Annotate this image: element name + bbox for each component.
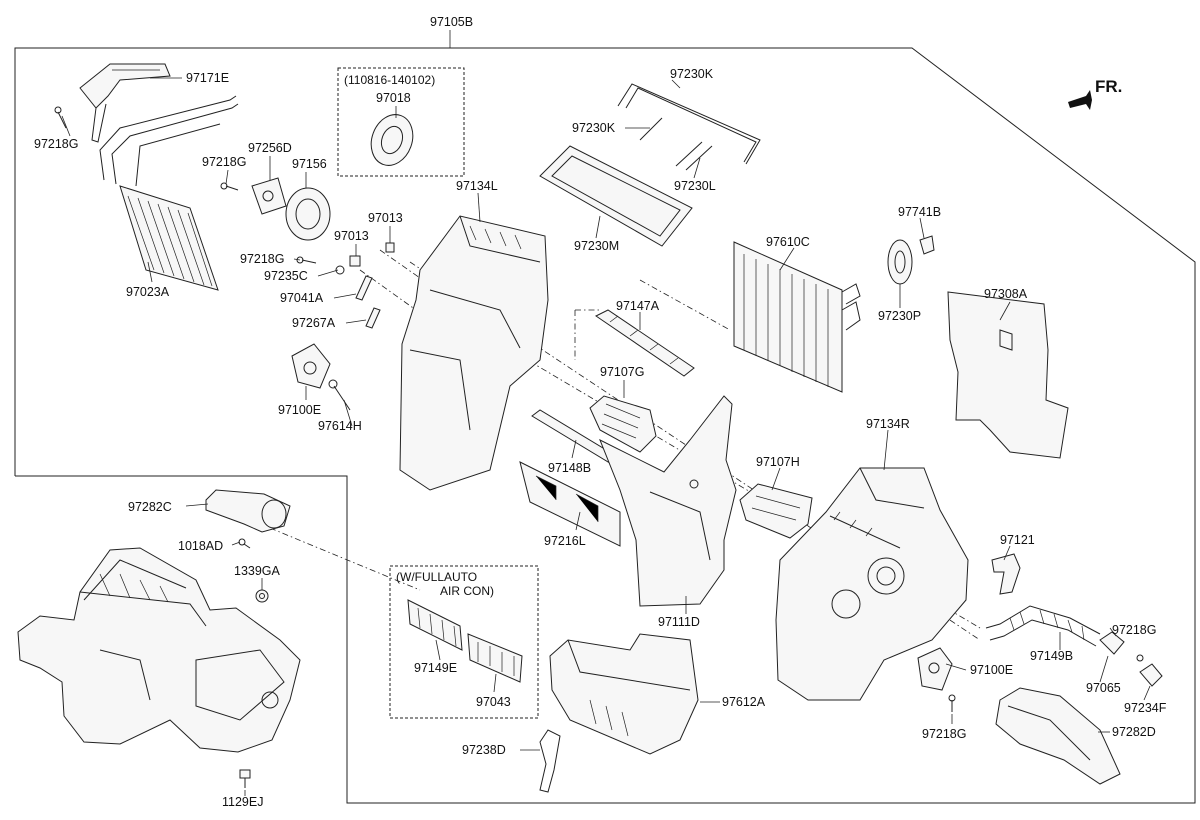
clip-97741B	[919, 235, 935, 255]
actuator-97018	[370, 114, 414, 166]
door-97043	[467, 633, 523, 683]
filter-frame-97230K	[617, 83, 761, 171]
actuator-97256D	[251, 177, 287, 215]
label-97230P: 97230P	[878, 309, 921, 323]
label-97234F: 97234F	[1124, 701, 1167, 715]
label-97148B: 97148B	[548, 461, 591, 475]
leader-lines	[61, 77, 1151, 796]
label-97238D: 97238D	[462, 743, 506, 757]
label-97107H: 97107H	[756, 455, 800, 469]
door-97107G	[589, 395, 657, 453]
duct-97282C	[205, 489, 291, 533]
drain-97238D	[539, 729, 561, 793]
front-arrow-icon	[1068, 90, 1092, 110]
filter-97230M	[539, 145, 693, 247]
label-97041A: 97041A	[280, 291, 324, 305]
label-97308A: 97308A	[984, 287, 1028, 301]
label-97218G-e: 97218G	[922, 727, 966, 741]
door-97216L	[519, 461, 621, 547]
nut-1339GA	[255, 589, 269, 603]
door-97107H	[739, 483, 813, 539]
duct-97282D	[995, 687, 1121, 785]
label-97107G: 97107G	[600, 365, 644, 379]
seal-97308A	[947, 291, 1069, 459]
drain-hose-97149B	[985, 605, 1101, 647]
sensor-97614H	[328, 379, 351, 411]
group-label-fullauto-1: (W/FULLAUTO	[396, 570, 477, 584]
group-box-110816	[337, 67, 465, 177]
label-1018AD: 1018AD	[178, 539, 223, 553]
label-97218G-c: 97218G	[240, 252, 284, 266]
label-97156: 97156	[292, 157, 327, 171]
label-97149B: 97149B	[1030, 649, 1073, 663]
evaporator-97610C	[733, 241, 861, 393]
actuator-97156	[285, 187, 331, 241]
door-97149E	[407, 599, 463, 651]
label-97134R: 97134R	[866, 417, 910, 431]
bracket-97171E	[79, 63, 171, 143]
label-97218G-b: 97218G	[202, 155, 246, 169]
label-1129EJ: 1129EJ	[222, 795, 263, 809]
label-97235C: 97235C	[264, 269, 308, 283]
label-97100E-a: 97100E	[278, 403, 321, 417]
label-97230K-b: 97230K	[572, 121, 616, 135]
screw-icon	[54, 106, 956, 712]
heater-core-pipes	[99, 95, 239, 187]
gasket-97230P	[887, 239, 913, 285]
front-indicator: FR.	[1095, 77, 1122, 96]
label-97013-a: 97013	[368, 211, 403, 225]
screw-1018AD	[238, 538, 251, 549]
label-97147A: 97147A	[616, 299, 660, 313]
label-97230K-a: 97230K	[670, 67, 714, 81]
label-97149E: 97149E	[414, 661, 457, 675]
case-lower-97612A	[549, 633, 699, 755]
cover-97234F	[1139, 663, 1163, 687]
assembly-frame	[14, 30, 1196, 804]
label-97121: 97121	[1000, 533, 1035, 547]
label-97100E-b: 97100E	[970, 663, 1013, 677]
label-97043: 97043	[476, 695, 511, 709]
label-97023A: 97023A	[126, 285, 170, 299]
label-97111D: 97111D	[658, 615, 700, 629]
group-label-110816: (110816-140102)	[344, 73, 435, 87]
label-1339GA: 1339GA	[234, 564, 281, 578]
case-center-97111D	[599, 395, 737, 607]
label-97218G-d: 97218G	[1112, 623, 1156, 637]
label-97065: 97065	[1086, 681, 1121, 695]
case-left-97134L	[399, 215, 549, 491]
bolt-1129EJ	[239, 769, 251, 788]
label-97216L: 97216L	[544, 534, 586, 548]
label-97282D: 97282D	[1112, 725, 1156, 739]
label-97218G-a: 97218G	[34, 137, 78, 151]
label-97741B: 97741B	[898, 205, 941, 219]
label-97267A: 97267A	[292, 316, 336, 330]
actuator-97100E-right	[917, 647, 953, 691]
door-97147A	[595, 309, 695, 377]
label-97610C: 97610C	[766, 235, 810, 249]
small-parts	[335, 242, 395, 329]
label-97230L: 97230L	[674, 179, 716, 193]
actuator-97100E-left	[291, 343, 331, 389]
sensor-97065	[1099, 631, 1144, 662]
label-97256D: 97256D	[248, 141, 292, 155]
label-97614H: 97614H	[318, 419, 362, 433]
label-97171E: 97171E	[186, 71, 229, 85]
label-97230M: 97230M	[574, 239, 619, 253]
group-label-fullauto-2: AIR CON)	[440, 584, 494, 598]
label-97018: 97018	[376, 91, 411, 105]
label-97134L: 97134L	[456, 179, 498, 193]
hvac-assembly-overview	[17, 547, 301, 753]
heater-core-97023A	[119, 185, 219, 291]
label-97013-b: 97013	[334, 229, 369, 243]
label-97612A: 97612A	[722, 695, 766, 709]
label-97282C: 97282C	[128, 500, 172, 514]
assembly-label: 97105B	[430, 15, 473, 29]
hose-97121	[991, 553, 1021, 595]
case-right-97134R	[775, 467, 969, 701]
